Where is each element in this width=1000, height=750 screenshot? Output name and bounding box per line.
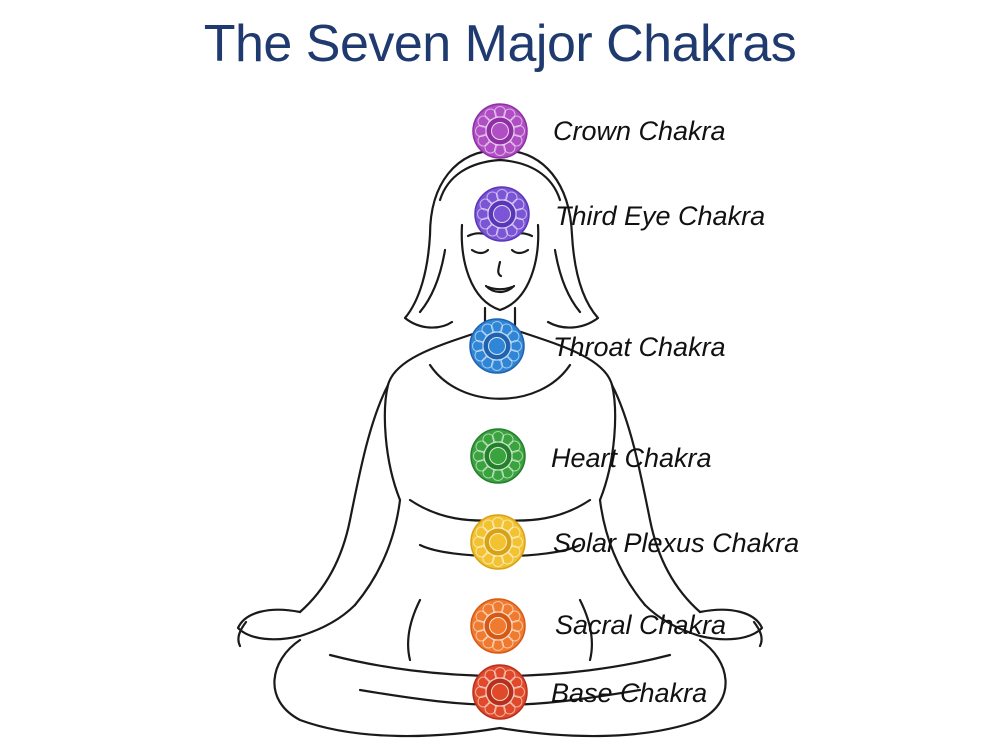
throat-chakra-icon xyxy=(469,318,525,374)
chakra-label: Sacral Chakra xyxy=(555,610,727,640)
sacral-chakra-icon xyxy=(470,598,526,654)
heart-chakra-icon xyxy=(470,428,526,484)
chakra-label: Third Eye Chakra xyxy=(555,201,766,231)
chakra-label: Throat Chakra xyxy=(553,332,726,362)
base-chakra-icon xyxy=(472,664,528,720)
solar-plexus-chakra-icon xyxy=(470,514,526,570)
chakra-label: Solar Plexus Chakra xyxy=(553,528,800,558)
chakra-label: Heart Chakra xyxy=(551,443,712,473)
third-eye-chakra-icon xyxy=(474,186,530,242)
page-title: The Seven Major Chakras xyxy=(203,15,797,73)
chakra-label: Base Chakra xyxy=(551,678,708,708)
chakra-label: Crown Chakra xyxy=(553,116,726,146)
crown-chakra-icon xyxy=(472,103,528,159)
